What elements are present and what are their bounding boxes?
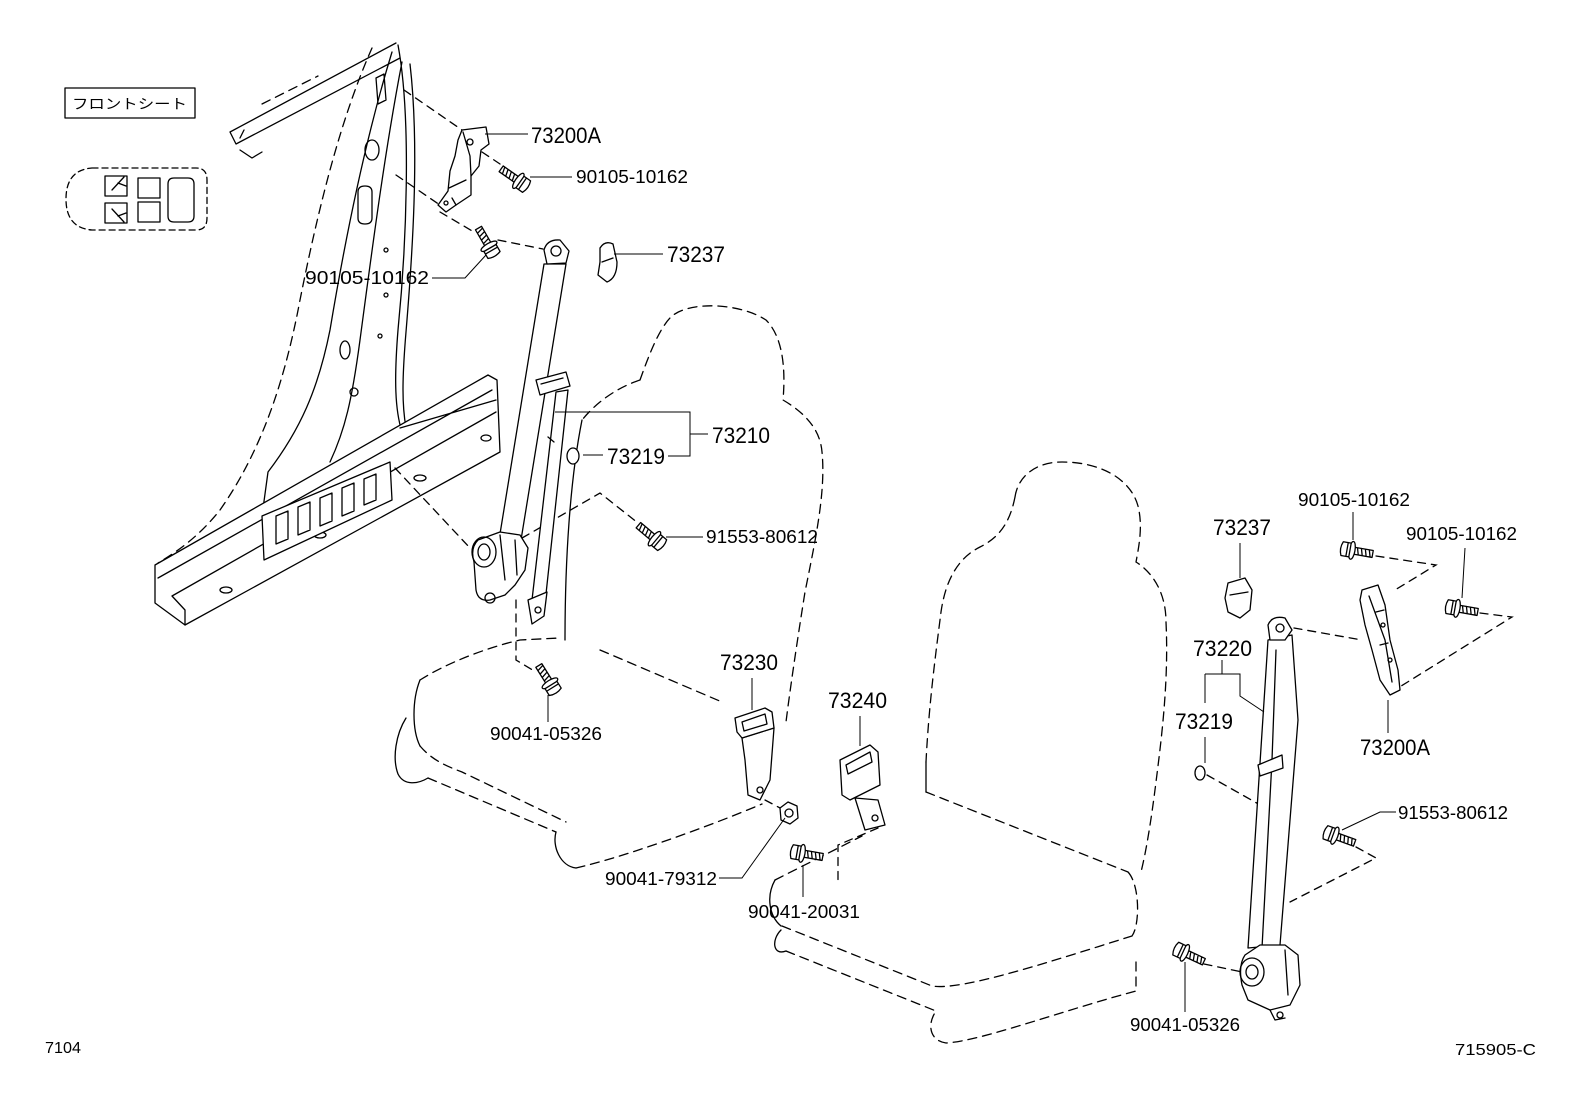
buckle-73230-hole	[756, 786, 764, 794]
belt-right-retractor-details	[1239, 949, 1289, 1021]
buckle-73230-head	[734, 707, 775, 739]
callout-90041-05326-right: 90041-05326	[1130, 1015, 1240, 1035]
bolt-91553-80612-left	[631, 517, 670, 554]
callout-90105-10162-right-lower: 90105-10162	[1406, 524, 1517, 544]
belt-left-retractor-details	[471, 534, 518, 604]
callouts-left: 73200A 90105-10162 73237 90105-10162 732…	[305, 123, 818, 744]
section-label-text: フロントシート	[72, 97, 187, 113]
section-label-frame	[64, 87, 196, 119]
bolt-90105-10162-right-upper	[1338, 538, 1375, 564]
callout-73220: 73220	[1193, 636, 1252, 661]
washer-left-pin-mark	[547, 436, 555, 443]
callout-73240: 73240	[828, 688, 887, 713]
locator-seats	[104, 175, 195, 224]
buckle-73240-strap	[854, 797, 886, 831]
part-73219-washer-left	[566, 447, 580, 465]
seat-right-solid-edges	[769, 761, 927, 953]
part-73240-buckle	[839, 744, 886, 831]
belt-right-upper-anchor	[1267, 616, 1293, 641]
callout-90105-10162-upper-left: 90105-10162	[576, 167, 688, 187]
callout-73200a-left: 73200A	[531, 123, 601, 148]
part-73200a-right	[1359, 584, 1401, 696]
seat-left-cushion-outline	[419, 637, 763, 869]
body-side-structure	[154, 42, 501, 626]
alignment-lines-right	[1203, 555, 1514, 973]
callouts-center: 73230 73240 90041-79312 90041-20031	[605, 650, 887, 922]
b-pillar-lower-panel	[261, 461, 393, 561]
seat-right-backrest-outline	[925, 461, 1168, 873]
leader-lines-left	[432, 133, 708, 722]
buckle-73230-body	[741, 727, 775, 801]
callout-90105-10162-right-upper: 90105-10162	[1298, 490, 1410, 510]
belt-left-retractor	[472, 531, 529, 601]
anchor-adjuster-left-body	[437, 126, 490, 213]
belt-left-slip-guide	[535, 371, 571, 396]
alignment-lines-left	[394, 89, 879, 881]
callout-90041-20031: 90041-20031	[748, 902, 860, 922]
callout-73210: 73210	[712, 423, 770, 448]
bolt-90041-20031	[788, 841, 825, 867]
anchor-adjuster-right-details	[1368, 595, 1393, 683]
b-pillar-lower-panel-slots	[275, 473, 377, 545]
part-73230-buckle	[734, 707, 775, 801]
anchor-adjuster-left-details	[443, 131, 474, 206]
belt-left-upper-anchor	[543, 239, 570, 265]
part-73237-cover-left	[597, 242, 618, 283]
b-pillar-edges	[261, 44, 416, 517]
footer-code-left: 7104	[45, 1040, 81, 1057]
footer-code-right: 715905-C	[1455, 1042, 1536, 1059]
section-label-box: フロントシート	[64, 87, 196, 119]
belt-left-floor-anchor	[527, 591, 548, 625]
part-73220-seatbelt-right	[1239, 616, 1301, 1021]
roof-rail-hidden-line	[261, 75, 319, 105]
part-73237-cover-right	[1224, 577, 1253, 619]
bolt-90105-10162-pillar-left	[470, 222, 504, 262]
part-73200a-left	[437, 126, 490, 213]
callout-91553-80612-left: 91553-80612	[706, 527, 818, 547]
callout-91553-80612-right: 91553-80612	[1398, 803, 1508, 823]
callout-73237-right: 73237	[1213, 515, 1271, 540]
seat-left-solid-edges	[394, 419, 583, 869]
belt-right-slip-guide	[1257, 754, 1284, 777]
buckle-73240-hole	[871, 814, 879, 822]
seat-front-right	[769, 461, 1168, 1044]
callout-90105-10162-pillar-left: 90105-10162	[305, 268, 429, 288]
leader-lines-center	[719, 678, 861, 897]
callout-73219-left: 73219	[607, 444, 665, 469]
locator-vehicle-outline	[65, 167, 208, 231]
anchor-adjuster-right-body	[1359, 584, 1401, 696]
bolt-90105-10162-right-lower	[1443, 596, 1480, 622]
bolt-90041-05326-right	[1169, 939, 1209, 971]
seat-left-backrest-outline	[581, 305, 824, 723]
part-73219-washer-right	[1194, 765, 1206, 781]
vehicle-seat-locator-icon	[65, 167, 208, 231]
belt-right-retractor	[1239, 944, 1301, 1011]
seat-front-left	[394, 305, 824, 869]
callout-90041-05326-left: 90041-05326	[490, 724, 602, 744]
callout-73219-right: 73219	[1175, 709, 1233, 734]
roof-side-rail	[229, 42, 401, 159]
callout-90041-79312: 90041-79312	[605, 869, 717, 889]
b-pillar-hidden-edge	[157, 47, 373, 564]
leader-lines-right	[1184, 512, 1466, 1012]
buckle-73240-head	[839, 744, 881, 801]
callout-73200a-right: 73200A	[1360, 735, 1430, 760]
callout-73237-left: 73237	[667, 242, 725, 267]
bolt-90105-10162-upper-left	[495, 160, 534, 196]
bolt-90041-05326-left	[530, 660, 565, 699]
callout-73230: 73230	[720, 650, 778, 675]
part-73210-seatbelt-left	[471, 239, 571, 625]
callouts-right: 73237 90105-10162 90105-10162 73220 7321…	[1130, 490, 1517, 1035]
bolt-91553-80612-right	[1320, 822, 1359, 852]
